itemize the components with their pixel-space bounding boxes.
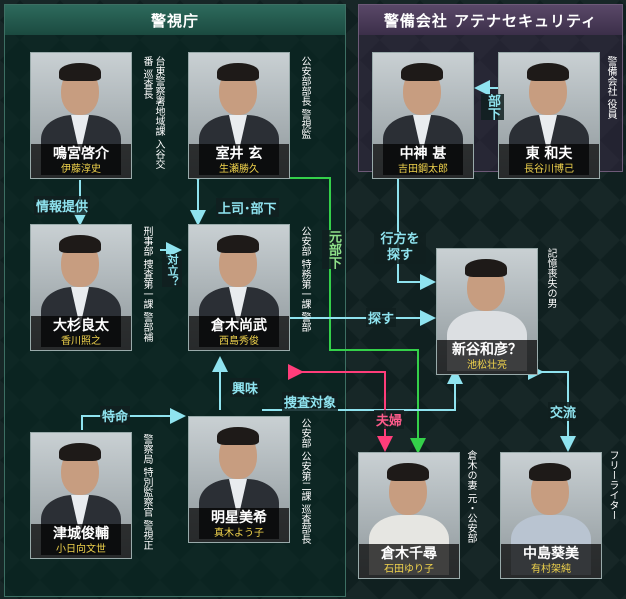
- actor-name: 有村架純: [531, 564, 571, 575]
- label-kyomi: 興味: [230, 378, 261, 397]
- card-narumiya[interactable]: 鳴宮啓介伊藤淳史: [30, 52, 132, 179]
- athena-header: 警備会社 アテナセキュリティ: [359, 5, 622, 35]
- role-narumiya: 台東警察署地域課 入谷交番 巡査長: [141, 56, 164, 170]
- card-akeboshi[interactable]: 明星美希真木よう子: [188, 416, 290, 543]
- actor-name: 石田ゆり子: [384, 564, 434, 575]
- label-sosa: 捜査対象: [282, 392, 339, 411]
- role-nakajima: フリーライター: [607, 450, 618, 520]
- label-yukue: 行方を探す: [374, 232, 426, 264]
- person-name: 倉木千尋: [381, 546, 437, 562]
- role-osugi: 刑事部 捜査第一課 警部補: [141, 226, 152, 343]
- role-akeboshi: 公安部 公安第二課 巡査部長: [299, 418, 310, 545]
- label-joho: 情報提供: [34, 196, 91, 215]
- person-name: 倉木尚武: [211, 318, 267, 334]
- person-name: 室井 玄: [215, 146, 263, 162]
- actor-name: 長谷川博己: [524, 164, 574, 175]
- person-name: 新谷和彦？: [452, 342, 522, 358]
- role-tsushiro: 警察局 特別監察官 警視正: [141, 434, 152, 551]
- actor-name: 小日向文世: [56, 544, 106, 555]
- card-tsushiro[interactable]: 津城俊輔小日向文世: [30, 432, 132, 559]
- actor-name: 池松壮亮: [467, 360, 507, 371]
- actor-name: 伊藤淳史: [61, 164, 101, 175]
- card-osugi[interactable]: 大杉良太香川照之: [30, 224, 132, 351]
- card-muroi[interactable]: 室井 玄生瀬勝久: [188, 52, 290, 179]
- line-motobuka: [290, 177, 426, 454]
- role-kuraki: 公安部 特務第一課 警部: [299, 226, 310, 333]
- police-header: 警視庁: [5, 5, 345, 35]
- card-nakajima[interactable]: 中島葵美有村架純: [500, 452, 602, 579]
- role-azuma: 警備会社 役員: [605, 56, 616, 120]
- label-motobuka: 元部下: [322, 230, 345, 269]
- label-sagasu: 探す: [366, 308, 397, 327]
- card-kuraki[interactable]: 倉木尚武西島秀俊: [188, 224, 290, 351]
- line-koryu: [528, 364, 576, 452]
- person-name: 東 和夫: [525, 146, 573, 162]
- card-azuma[interactable]: 東 和夫長谷川博己: [498, 52, 600, 179]
- line-yukue: [397, 178, 436, 290]
- label-joshi: 上司･部下: [216, 198, 279, 217]
- card-chihiro[interactable]: 倉木千尋石田ゆり子: [358, 452, 460, 579]
- role-chihiro: 倉木の妻 元・公安部: [465, 450, 476, 544]
- person-name: 大杉良太: [53, 318, 109, 334]
- actor-name: 香川照之: [61, 336, 101, 347]
- label-buka: 部下: [481, 94, 504, 120]
- person-name: 中島葵美: [523, 546, 579, 562]
- person-name: 津城俊輔: [53, 526, 109, 542]
- label-tairitsu: 対立？: [162, 254, 182, 287]
- role-niiya: 記憶喪失の男: [545, 248, 556, 308]
- card-nakagami[interactable]: 中神 甚吉田鋼太郎: [372, 52, 474, 179]
- actor-name: 吉田鋼太郎: [398, 164, 448, 175]
- card-niiya[interactable]: 新谷和彦？ 池松壮亮: [436, 248, 538, 375]
- person-name: 中神 甚: [399, 146, 447, 162]
- person-name: 明星美希: [211, 510, 267, 526]
- line-tokumei: [81, 408, 186, 430]
- actor-name: 西島秀俊: [219, 336, 259, 347]
- person-name: 鳴宮啓介: [53, 146, 109, 162]
- role-muroi: 公安部部長 警視監: [299, 56, 310, 140]
- label-tokumei: 特命: [100, 406, 131, 425]
- actor-name: 生瀬勝久: [219, 164, 259, 175]
- label-koryu: 交流: [548, 402, 579, 421]
- actor-name: 真木よう子: [214, 528, 264, 539]
- label-fufu: 夫婦: [374, 410, 405, 429]
